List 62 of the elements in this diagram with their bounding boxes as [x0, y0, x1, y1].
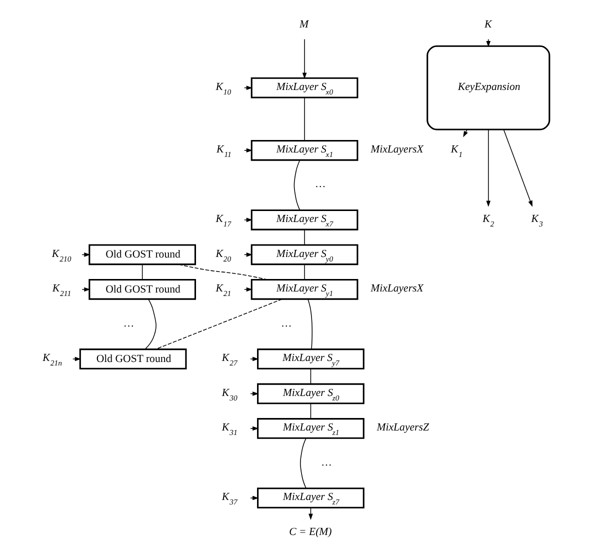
node-text: M [300, 18, 309, 30]
connector [308, 298, 312, 350]
connector [178, 264, 268, 280]
connector [310, 368, 312, 384]
label: … [282, 317, 292, 330]
node-text: C = E(M) [289, 526, 332, 538]
connector [300, 438, 306, 489]
arrow [244, 148, 253, 153]
node-box: MixLayer S$_{z0}$ [257, 383, 364, 404]
connector [155, 298, 282, 350]
node-box: MixLayer S$_{y7}$ [257, 348, 364, 370]
arrow [486, 38, 491, 48]
label: MixLayersX [370, 143, 424, 156]
node-box: Old GOST round [88, 244, 196, 266]
node-text: K$_{211}$ [52, 282, 72, 298]
node-box: MixLayer S$_{z1}$ [257, 418, 364, 439]
arrow [244, 218, 253, 222]
node-box: Old GOST round [88, 279, 196, 300]
node-text: K$_{10}$ [216, 80, 232, 96]
node-box: MixLayer S$_{x7}$ [250, 209, 358, 230]
label: … [316, 178, 326, 190]
connector [304, 229, 305, 246]
node-box: MixLayer S$_{x1}$ [250, 140, 358, 161]
node-box: MixLayer S$_{z7}$ [257, 488, 364, 508]
connector [310, 403, 312, 420]
arrow [503, 129, 532, 207]
arrow [302, 38, 307, 79]
node-text: K$_{2}$ [482, 212, 494, 228]
node-text: K$_{11}$ [216, 143, 232, 159]
arrow [250, 496, 259, 500]
arrow [82, 287, 90, 292]
node-text: K$_{37}$ [222, 491, 238, 507]
node-text: K$_{1}$ [450, 143, 463, 159]
connector [144, 298, 156, 350]
node-text: K$_{17}$ [216, 212, 232, 228]
node-text: K$_{30}$ [222, 386, 238, 402]
arrow [250, 426, 259, 431]
connector [142, 264, 143, 280]
connector [304, 97, 305, 141]
node-text: K$_{20}$ [216, 248, 232, 264]
label: MixLayersX [370, 282, 424, 295]
connector [304, 264, 305, 280]
node-text: K$_{27}$ [222, 352, 238, 368]
node-box: MixLayer S$_{y0}$ [250, 244, 358, 266]
node-text: K$_{21}$ [216, 282, 232, 298]
label: MixLayersZ [376, 422, 429, 434]
arrow [250, 356, 259, 362]
node-text: K [484, 18, 492, 30]
node-text: K$_{31}$ [222, 422, 238, 438]
connector [294, 160, 300, 211]
label: … [322, 456, 332, 468]
arrow [72, 356, 82, 362]
node-text: K$_{210}$ [52, 248, 72, 264]
label: … [124, 317, 134, 330]
arrow [486, 129, 491, 207]
node-text: K$_{21n}$ [42, 352, 62, 368]
node-box: MixLayer S$_{x0}$ [250, 77, 358, 98]
node-box: Old GOST round [79, 348, 187, 370]
arrow [244, 287, 253, 292]
node-text: K$_{3}$ [531, 212, 543, 228]
node-box: KeyExpansion [426, 45, 550, 130]
node-box: MixLayer S$_{y1}$ [250, 279, 358, 300]
